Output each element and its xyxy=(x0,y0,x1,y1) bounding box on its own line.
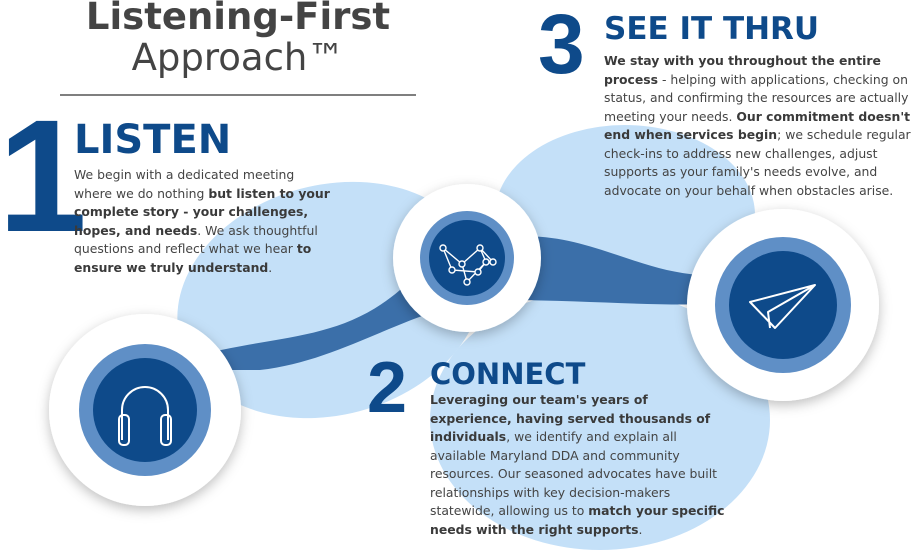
listen-title: LISTEN xyxy=(74,117,232,163)
listen-circle xyxy=(49,314,241,506)
light-blob-bottom xyxy=(430,290,770,550)
listen-body: We begin with a dedicated meeting where … xyxy=(74,167,330,275)
see-circle xyxy=(687,209,879,401)
see-title: SEE IT THRU xyxy=(604,11,820,47)
connect-body: Leveraging our team's years of experienc… xyxy=(430,392,725,537)
title-line1: Listening-First xyxy=(85,0,391,38)
connect-title: CONNECT xyxy=(430,357,586,391)
headphones-icon xyxy=(118,386,172,446)
step-number-1: 1 xyxy=(0,86,87,265)
paper-plane-icon xyxy=(749,284,816,329)
step-number-3: 3 xyxy=(538,0,585,91)
network-icon xyxy=(439,244,497,286)
title-line2: Approach™ xyxy=(131,36,345,79)
connect-circle xyxy=(393,184,541,332)
see-body: We stay with you throughout the entire p… xyxy=(604,53,911,198)
page-title: Listening-First Approach™ xyxy=(60,0,416,78)
step-number-2: 2 xyxy=(367,348,408,428)
